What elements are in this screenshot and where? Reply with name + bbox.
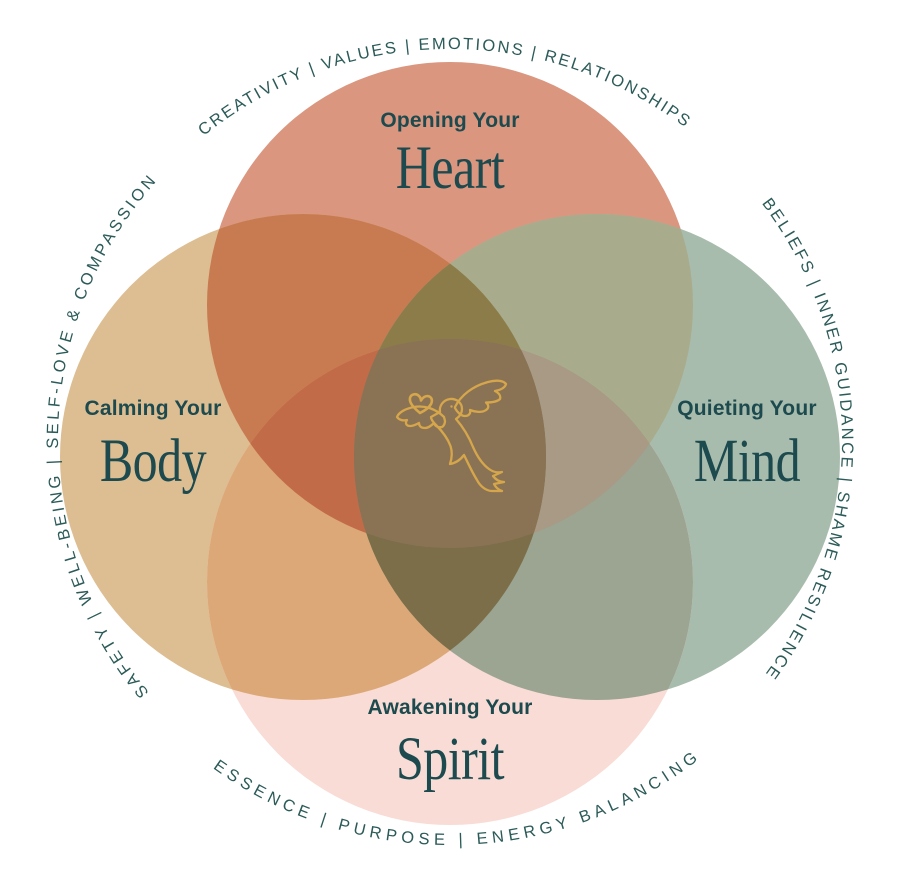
dove-left-wing bbox=[395, 405, 447, 430]
circle-labels: Opening Your Heart Calming Your Body Qui… bbox=[85, 109, 817, 793]
body-label-prefix: Calming Your bbox=[85, 397, 222, 420]
dove-right-wing bbox=[453, 379, 508, 418]
venn-triple-overlaps bbox=[207, 214, 693, 700]
spirit-label-prefix: Awakening Your bbox=[367, 696, 532, 719]
body-mind-spirit-overlap bbox=[354, 339, 546, 700]
mind-label-prefix: Quieting Your bbox=[677, 397, 817, 420]
heart-body-spirit-overlap bbox=[207, 339, 546, 548]
heart-mind-spirit-overlap bbox=[354, 339, 693, 548]
heart-body-mind-overlap bbox=[354, 214, 546, 548]
dove-body bbox=[429, 397, 506, 493]
heart-glyph-icon bbox=[408, 392, 434, 415]
heart-label-prefix: Opening Your bbox=[380, 109, 519, 132]
heart-label: Heart bbox=[396, 134, 505, 202]
mind-label: Mind bbox=[694, 427, 801, 495]
spirit-label: Spirit bbox=[396, 725, 505, 793]
body-label: Body bbox=[100, 427, 207, 495]
dove-heart-icon bbox=[395, 379, 508, 493]
dove-eye bbox=[450, 405, 453, 408]
